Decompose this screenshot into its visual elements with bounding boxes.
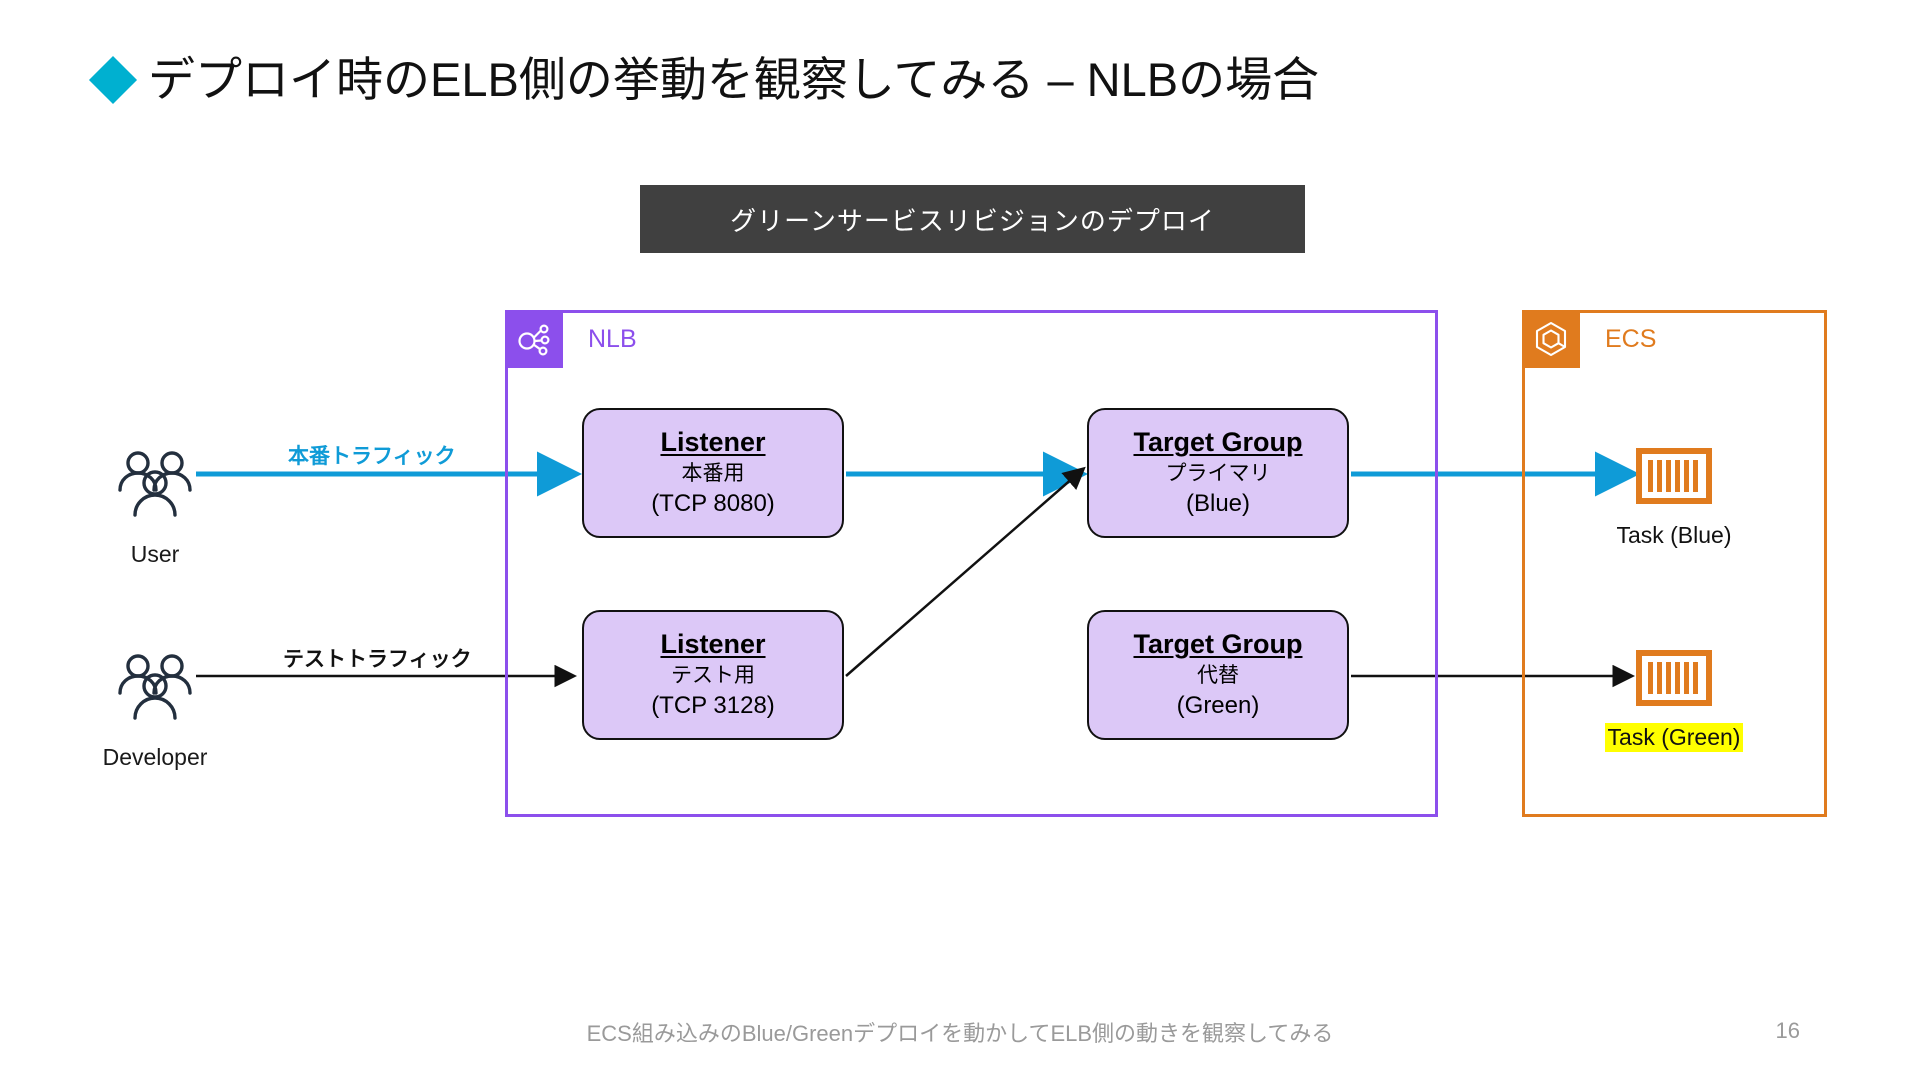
group-nlb-label: NLB bbox=[588, 325, 637, 353]
actor-user-label: User bbox=[130, 541, 180, 567]
diamond-bullet-icon bbox=[88, 55, 138, 104]
actor-developer: Developer bbox=[80, 648, 230, 771]
edge-label-production: 本番トラフィック bbox=[288, 445, 456, 468]
task-blue: Task (Blue) bbox=[1574, 448, 1774, 550]
task-green-label: Task (Green) bbox=[1604, 723, 1744, 752]
edge-label-test: テストトラフィック bbox=[283, 648, 472, 671]
group-ecs: ECS bbox=[1522, 310, 1827, 817]
footer-text: ECS組み込みのBlue/Greenデプロイを動かしてELB側の動きを観察してみ… bbox=[586, 1021, 1334, 1046]
node-detail: (TCP 3128) bbox=[651, 691, 775, 719]
users-group-icon bbox=[80, 445, 230, 525]
ecs-container-icon bbox=[1522, 310, 1580, 368]
page-title-text: デプロイ時のELB側の挙動を観察してみる – NLBの場合 bbox=[148, 53, 1320, 106]
ecs-task-container-icon bbox=[1574, 650, 1774, 711]
node-target-group-green[interactable]: Target Group 代替 (Green) bbox=[1087, 610, 1349, 740]
node-detail: (TCP 8080) bbox=[651, 489, 775, 517]
network-load-balancer-icon bbox=[505, 310, 563, 368]
node-target-group-blue[interactable]: Target Group プライマリ (Blue) bbox=[1087, 408, 1349, 538]
node-subtitle: 代替 bbox=[1197, 664, 1239, 688]
task-blue-label: Task (Blue) bbox=[1616, 522, 1732, 548]
scenario-banner-text: グリーンサービスリビジョンのデプロイ bbox=[730, 205, 1215, 236]
node-listener-production[interactable]: Listener 本番用 (TCP 8080) bbox=[582, 408, 844, 538]
node-listener-test[interactable]: Listener テスト用 (TCP 3128) bbox=[582, 610, 844, 740]
node-title: Target Group bbox=[1133, 629, 1303, 660]
users-group-icon bbox=[80, 648, 230, 728]
page-number: 16 bbox=[1775, 1018, 1800, 1043]
page-title: デプロイ時のELB側の挙動を観察してみる – NLBの場合 bbox=[88, 53, 1320, 106]
scenario-banner: グリーンサービスリビジョンのデプロイ bbox=[640, 185, 1305, 253]
node-title: Listener bbox=[660, 427, 766, 458]
node-detail: (Blue) bbox=[1185, 489, 1251, 517]
node-subtitle: テスト用 bbox=[671, 664, 755, 688]
task-green: Task (Green) bbox=[1574, 650, 1774, 752]
node-title: Target Group bbox=[1133, 427, 1303, 458]
group-ecs-label: ECS bbox=[1605, 325, 1657, 353]
node-subtitle: プライマリ bbox=[1165, 462, 1271, 486]
group-nlb: NLB bbox=[505, 310, 1438, 817]
actor-developer-label: Developer bbox=[102, 744, 208, 770]
ecs-task-container-icon bbox=[1574, 448, 1774, 509]
actor-user: User bbox=[80, 445, 230, 568]
node-subtitle: 本番用 bbox=[681, 462, 745, 486]
node-title: Listener bbox=[660, 629, 766, 660]
node-detail: (Green) bbox=[1176, 691, 1260, 719]
